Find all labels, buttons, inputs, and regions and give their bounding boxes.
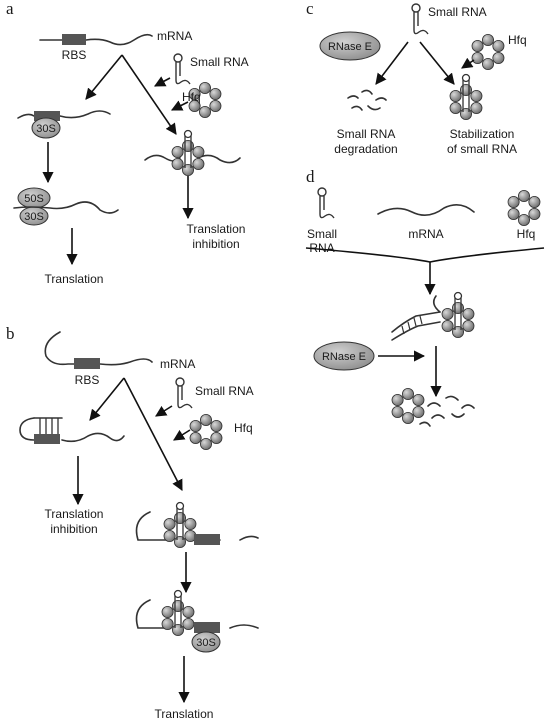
panel-b-letter: b [6, 324, 15, 343]
a-srna-arrow [154, 76, 171, 87]
a-right-arrow [121, 54, 177, 135]
a-rbs-label: RBS [62, 48, 87, 62]
b-rbs-box-3 [194, 622, 220, 633]
a-30s-label-2: 30S [24, 211, 44, 223]
b-inhibition-line-2: inhibition [50, 522, 97, 536]
c-stabilized-complex-icon [450, 75, 482, 120]
b-hfq-icon [189, 413, 223, 451]
c-degradation-line-2: degradation [334, 142, 397, 156]
panel-b: b RBS mRNA Small RNA Hfq Translation inh… [6, 324, 259, 721]
c-stabilization-line-2: of small RNA [447, 142, 517, 156]
c-stabilization-line-1: Stabilization [450, 127, 515, 141]
b-rbs-label: RBS [75, 373, 100, 387]
c-rnase-e-label: RNase E [328, 41, 372, 53]
b-srna-arrow [155, 405, 173, 417]
a-mrna-30s [17, 110, 111, 119]
b-hfq-arrow [173, 429, 191, 441]
d-mrna-label: mRNA [408, 227, 443, 241]
panel-c: c Small RNA RNase E Hfq Small RNA degrad… [306, 0, 527, 156]
b-hairpin-rbs-box [34, 434, 60, 444]
b-inhibition-line-1: Translation [45, 507, 104, 521]
d-hfq-icon [507, 189, 541, 227]
d-mrna-strand [377, 204, 475, 216]
b-small-rna-icon [175, 377, 193, 409]
panel-a: a RBS mRNA Small RNA Hfq 30S 50S 30S Tra… [6, 0, 249, 286]
c-rnase-e-oval [319, 31, 381, 61]
c-left-arrow [375, 41, 409, 85]
a-mrna-label: mRNA [157, 29, 192, 43]
panel-c-letter: c [306, 0, 314, 18]
c-hfq-label: Hfq [508, 33, 527, 47]
a-hfq-label: Hfq [182, 90, 201, 104]
d-small-rna-icon [317, 187, 335, 219]
d-small-rna-line-2: RNA [309, 241, 334, 255]
b-hfq-complex-icon-2 [162, 591, 194, 636]
c-small-rna-label: Small RNA [428, 5, 487, 19]
a-mrna-70s [13, 201, 119, 214]
d-merge-lines [305, 247, 545, 263]
b-30s-oval [191, 631, 221, 653]
c-hfq-icon [471, 34, 505, 70]
a-30s-oval [31, 117, 61, 139]
a-translation-label: Translation [45, 272, 104, 286]
b-left-arrow [89, 377, 125, 421]
c-degraded-fragments [347, 89, 387, 111]
a-30s-label: 30S [36, 123, 56, 135]
b-hairpin-mrna [19, 417, 125, 443]
c-small-rna-icon [411, 3, 429, 35]
panel-d: d Small RNA mRNA Hfq RNase E [305, 167, 545, 427]
c-degradation-line-1: Small RNA [337, 127, 396, 141]
a-small-rna-icon [173, 53, 191, 85]
b-right-arrow [123, 377, 183, 491]
d-hfq-released-icon [391, 387, 425, 425]
a-rbs-box [62, 34, 86, 45]
b-hfq-complex-icon-1 [164, 503, 196, 548]
a-hfq-complex-icon [172, 131, 204, 176]
panel-a-letter: a [6, 0, 14, 18]
a-hfq-arrow [170, 100, 189, 111]
d-hfq-label: Hfq [517, 227, 536, 241]
c-hfq-arrow [461, 57, 475, 69]
d-small-rna-line-1: Small [307, 227, 337, 241]
c-right-arrow [419, 41, 455, 85]
b-small-rna-label: Small RNA [195, 384, 254, 398]
a-mrna-complex [144, 154, 241, 164]
d-rnase-e-oval [313, 341, 375, 371]
a-mrna-strand [39, 33, 153, 46]
panel-d-letter: d [306, 167, 315, 186]
b-mrna-strand [44, 331, 153, 366]
a-50s-label: 50S [24, 193, 44, 205]
d-duplex-complex [391, 293, 474, 341]
a-inhibition-line-2: inhibition [192, 237, 239, 251]
b-rbs-box-2 [194, 534, 220, 545]
b-mrna-label: mRNA [160, 357, 195, 371]
d-degraded-fragments [419, 395, 475, 427]
b-rbs-box [74, 358, 100, 369]
a-left-arrow [85, 54, 123, 100]
b-30s-label: 30S [196, 637, 216, 649]
a-inhibition-line-1: Translation [187, 222, 246, 236]
b-hfq-label: Hfq [234, 421, 253, 435]
b-translation-label: Translation [155, 707, 214, 721]
d-rnase-e-label: RNase E [322, 351, 366, 363]
a-small-rna-label: Small RNA [190, 55, 249, 69]
